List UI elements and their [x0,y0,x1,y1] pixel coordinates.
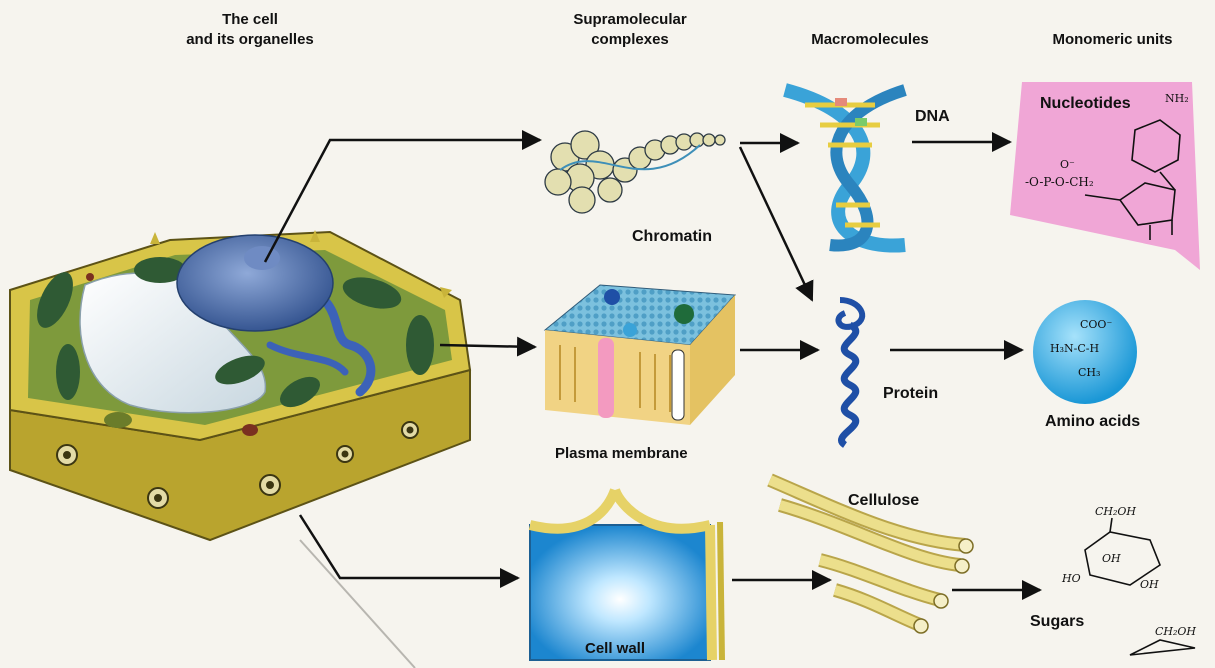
header-cell: The cell and its organelles [160,10,340,50]
label-nucleotides: Nucleotides [1040,95,1131,113]
arrow-cell-to-cellwall [300,515,518,578]
watermark-line [300,540,415,668]
header-supra-line2: complexes [555,30,705,50]
plant-cell [10,230,470,540]
label-plasma-membrane: Plasma membrane [555,445,688,462]
label-cell-wall: Cell wall [585,640,645,657]
sugar-oh1-text: OH [1102,552,1121,565]
sugar-ho-text: HO [1062,572,1081,585]
label-chromatin: Chromatin [632,228,712,246]
label-cellulose: Cellulose [848,492,919,510]
nucleotide-o-text: O⁻ [1060,158,1075,171]
header-supramolecular: Supramolecular complexes [555,10,705,50]
header-supra-line1: Supramolecular [555,10,705,30]
plasma-membrane-illustration [545,285,735,425]
header-cell-line1: The cell [160,10,340,30]
amino-top-text: COO⁻ [1080,318,1112,331]
arrow-chromatin-to-protein [740,147,812,300]
header-macromolecules: Macromolecules [785,30,955,50]
chromatin-illustration [545,131,725,213]
cell-wall-illustration [530,490,722,660]
amino-left-text: H₃N-C-H [1050,342,1099,355]
amino-bottom-text: CH₃ [1078,366,1100,379]
sugar-oh2-text: OH [1140,578,1159,591]
header-monomeric: Monomeric units [1025,30,1200,50]
nucleotide-nh2-text: NH₂ [1165,92,1189,105]
header-cell-line2: and its organelles [160,30,340,50]
label-sugars: Sugars [1030,613,1084,631]
dna-helix [785,90,905,246]
sugar-top-text: CH₂OH [1095,505,1136,518]
label-amino-acids: Amino acids [1045,413,1140,431]
label-protein: Protein [883,385,938,403]
protein-illustration [838,300,862,445]
label-dna: DNA [915,108,950,126]
sugar2-top-text: CH₂OH [1155,625,1196,638]
nucleotide-phosphate-text: -O-P-O-CH₂ [1025,175,1094,189]
